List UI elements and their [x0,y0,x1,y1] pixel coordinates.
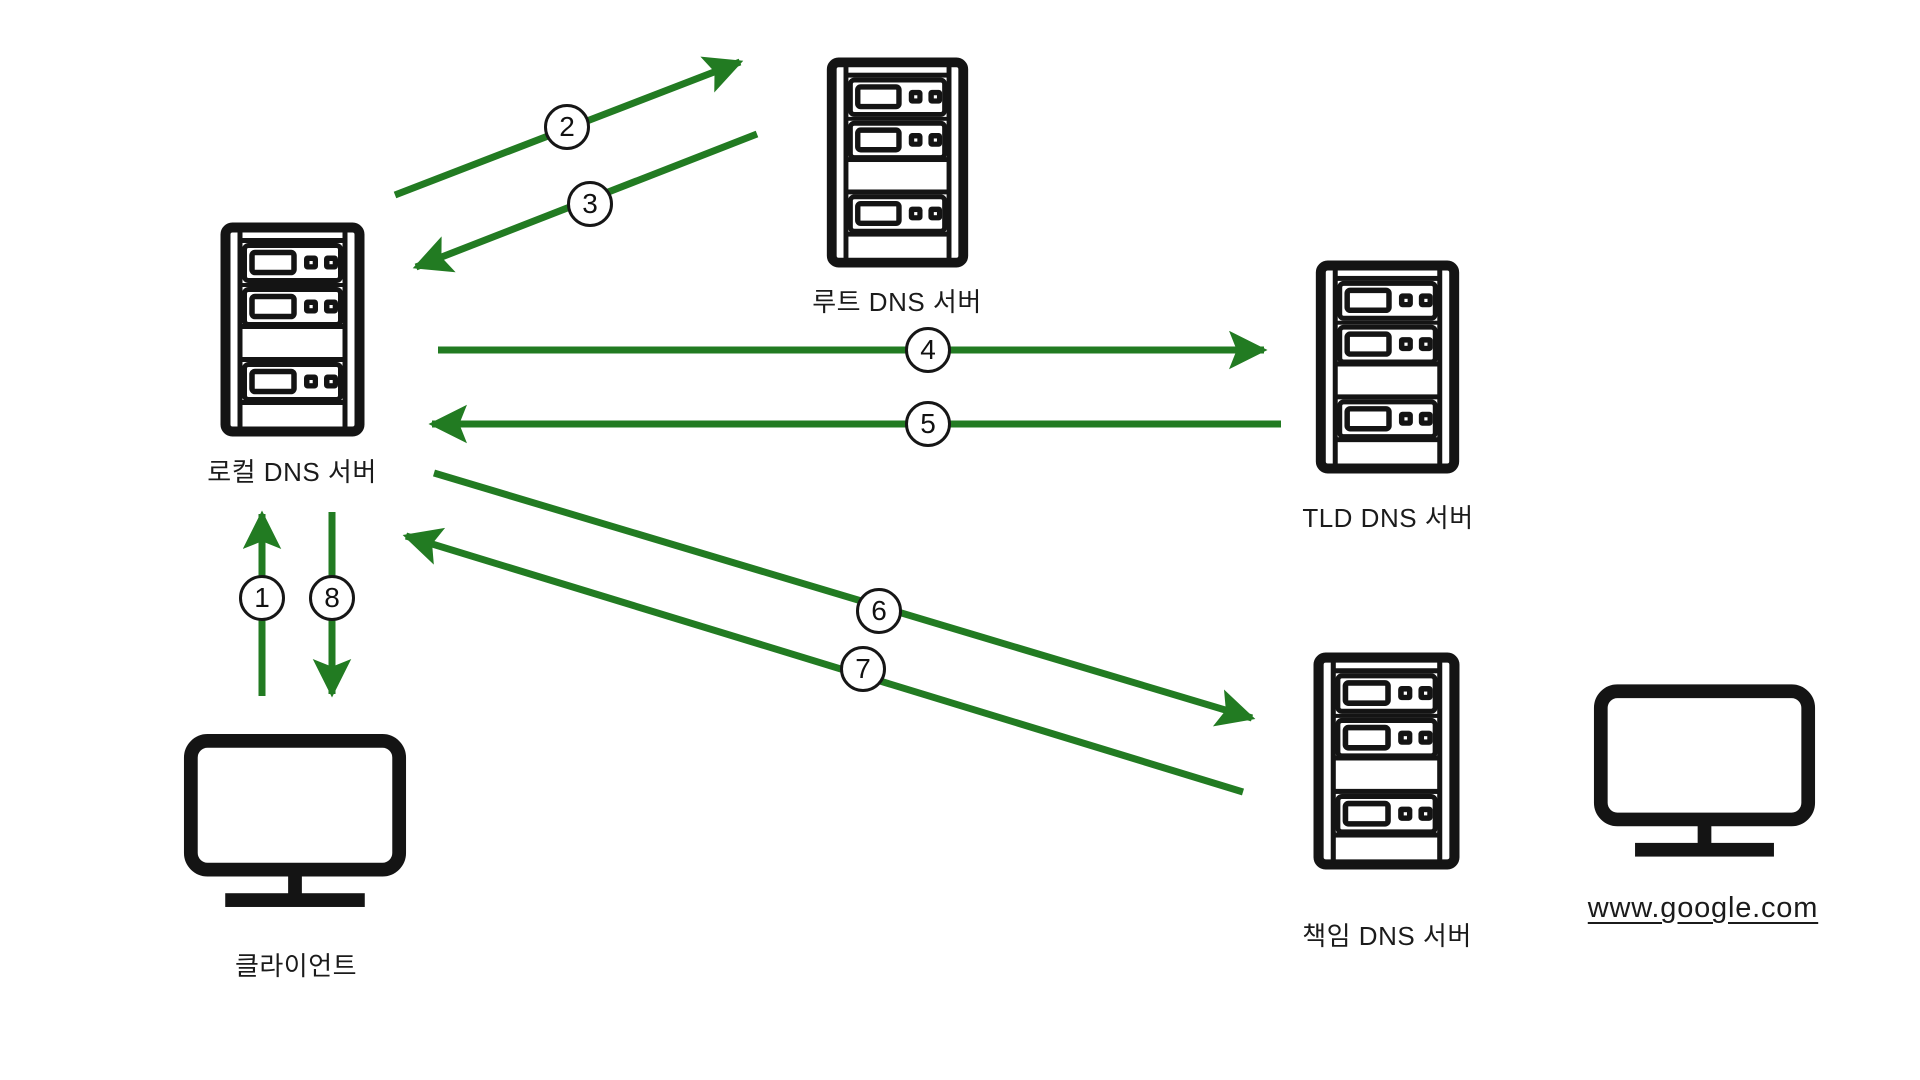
step-badge-1: 1 [239,575,285,621]
step-badge-7: 7 [840,646,886,692]
step-badge-3: 3 [567,181,613,227]
server-rack-icon-auth-dns [1319,658,1455,865]
root-dns-label: 루트 DNS 서버 [812,287,982,317]
server-rack-icon-tld-dns [1321,265,1454,468]
monitor-icon-website [1601,691,1808,856]
local-dns-label: 로컬 DNS 서버 [207,457,377,487]
auth-dns-label: 책임 DNS 서버 [1302,921,1472,951]
server-rack-icon-local-dns [226,228,360,432]
monitor-icon-client [191,741,399,907]
website-url-label: www.google.com [1587,892,1819,924]
step-badge-2: 2 [544,104,590,150]
tld-dns-label: TLD DNS 서버 [1302,503,1474,533]
client-label: 클라이언트 [234,951,358,981]
arrow-step-7 [402,527,1245,796]
step-badge-8: 8 [309,575,355,621]
step-badge-5: 5 [905,401,951,447]
step-badge-6: 6 [856,588,902,634]
server-rack-icon-root-dns [832,62,964,262]
step-badge-4: 4 [905,327,951,373]
arrow-step-6 [432,469,1256,727]
